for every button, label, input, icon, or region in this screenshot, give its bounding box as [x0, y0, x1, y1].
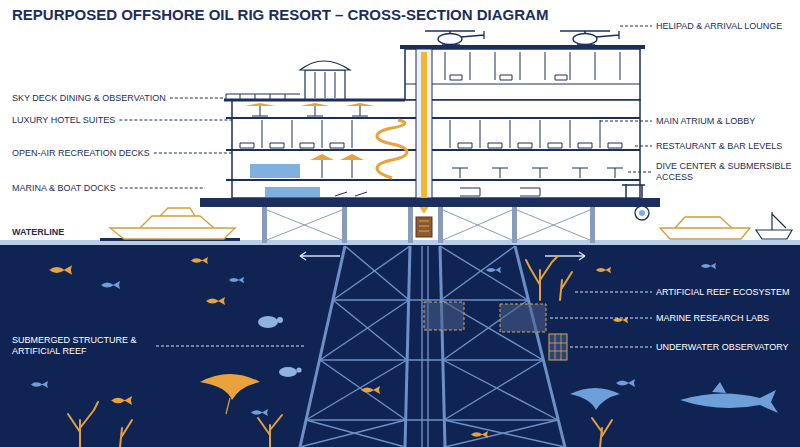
callout-label: MARINA & BOAT DOCKS: [12, 183, 116, 194]
jacket-structure: [300, 246, 565, 447]
leader-line: [570, 347, 652, 348]
helicopter: [425, 31, 619, 45]
leader-line: [575, 292, 652, 293]
leader-line: [120, 188, 205, 189]
leader-line: [550, 318, 652, 319]
research-labs: [424, 302, 567, 360]
leader-line: [119, 120, 232, 121]
leader-line: [628, 172, 652, 173]
leader-line: [635, 146, 652, 147]
callout-label: MAIN ATRIUM & LOBBY: [656, 116, 794, 127]
callout-label: OPEN-AIR RECREATION DECKS: [12, 148, 150, 159]
leader-line: [154, 153, 232, 154]
callout-label: MARINE RESEARCH LABS: [656, 313, 794, 324]
leader-lines: [119, 26, 652, 347]
leader-line: [170, 98, 224, 99]
diagram-title: REPURPOSED OFFSHORE OIL RIG RESORT – CRO…: [12, 6, 548, 24]
coral: [68, 256, 612, 447]
callout-label: UNDERWATER OBSERVATORY: [656, 342, 794, 353]
callout-label: SKY DECK DINING & OBSERVATION: [12, 93, 166, 104]
callout-label: DIVE CENTER & SUBMERSIBLE ACCESS: [656, 161, 794, 183]
leader-line: [156, 346, 305, 347]
leader-line: [620, 26, 652, 27]
boats: [100, 208, 792, 241]
callout-label: SUBMERGED STRUCTURE & ARTIFICIAL REEF: [12, 335, 152, 357]
resort-building: [200, 45, 660, 237]
sea: [0, 240, 800, 447]
callout-label: WATERLINE: [12, 227, 64, 238]
platform-underside: [262, 207, 595, 243]
dive-crane: [622, 184, 649, 220]
callout-label: LUXURY HOTEL SUITES: [12, 115, 115, 126]
callout-label: ARTIFICIAL REEF ECOSYSTEM: [656, 287, 794, 298]
callout-label: RESTAURANT & BAR LEVELS: [656, 141, 794, 152]
leader-line: [600, 121, 652, 122]
callout-label: HELIPAD & ARRIVAL LOUNGE: [656, 21, 794, 32]
